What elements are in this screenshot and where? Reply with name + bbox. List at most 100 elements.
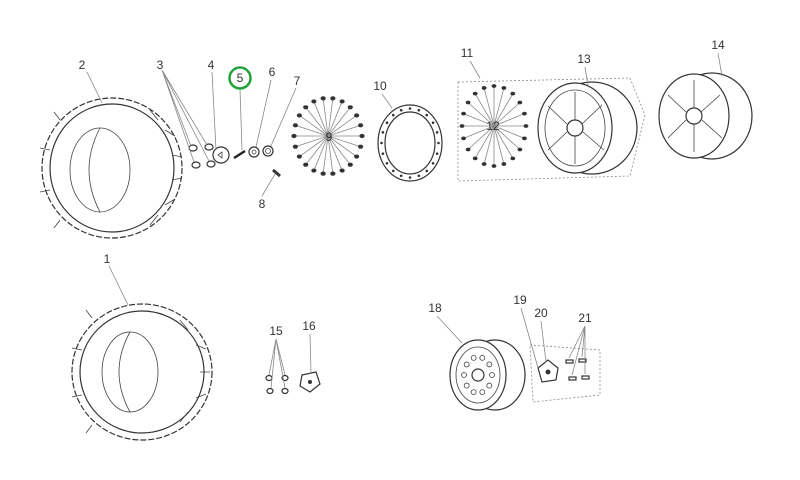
callout-8[interactable]: 8 xyxy=(259,197,266,211)
bolt xyxy=(330,96,336,101)
bolt xyxy=(339,99,345,104)
bolt xyxy=(358,144,364,149)
callout-18[interactable]: 18 xyxy=(428,301,442,315)
bolt xyxy=(354,113,360,118)
callout-4[interactable]: 4 xyxy=(208,58,215,72)
leader-line xyxy=(474,93,495,127)
callout-19[interactable]: 19 xyxy=(513,293,527,307)
pin-part-5[interactable] xyxy=(233,149,246,160)
bolt xyxy=(491,84,497,88)
adapter-part-20[interactable] xyxy=(537,359,559,383)
wheel-part-14[interactable] xyxy=(658,72,753,160)
callout-9[interactable]: 9 xyxy=(326,130,333,144)
leader-line xyxy=(493,125,521,150)
callout-21[interactable]: 21 xyxy=(578,311,592,325)
bolt xyxy=(330,171,336,176)
leader-line xyxy=(327,135,334,174)
callout-12[interactable]: 12 xyxy=(486,119,500,133)
leader-line xyxy=(493,113,525,127)
leader-line xyxy=(327,135,361,148)
leader-line xyxy=(322,98,329,137)
callout-14[interactable]: 14 xyxy=(711,38,725,52)
bolts-part-12[interactable] xyxy=(459,84,529,168)
callout-7[interactable]: 7 xyxy=(294,74,301,88)
hole xyxy=(417,174,421,178)
leader-line xyxy=(327,135,357,157)
leader-line xyxy=(327,107,351,137)
bolt xyxy=(303,105,309,110)
callout-labels: 2 3 4 5 6 7 8 9 10 11 12 13 14 1 15 16 1… xyxy=(79,38,725,338)
callout-3[interactable]: 3 xyxy=(157,58,164,72)
tire-part-1[interactable] xyxy=(71,303,213,441)
bolt xyxy=(523,124,529,128)
hole xyxy=(431,161,435,165)
leader-line xyxy=(483,87,495,127)
leader-line xyxy=(327,135,351,165)
bolt xyxy=(292,123,298,128)
hole xyxy=(391,113,395,117)
callout-1b[interactable]: 1 xyxy=(104,252,111,266)
wheel-part-13[interactable] xyxy=(537,81,638,175)
hole xyxy=(391,169,395,173)
hole xyxy=(461,372,467,378)
bolt xyxy=(472,91,478,96)
hole xyxy=(417,108,421,112)
bolt xyxy=(481,86,487,90)
callout-1[interactable]: 2 xyxy=(79,58,86,72)
nut-part-6[interactable] xyxy=(248,146,260,158)
bolts-part-9[interactable] xyxy=(291,96,365,176)
bolt xyxy=(291,133,297,139)
washer-part-7[interactable] xyxy=(262,145,274,157)
hole xyxy=(399,174,403,178)
leader-line xyxy=(299,135,329,157)
callout-5[interactable]: 5 xyxy=(237,71,244,85)
bolt xyxy=(465,147,471,152)
bolt xyxy=(347,162,353,167)
callout-16[interactable]: 16 xyxy=(302,319,316,333)
wheel-part-18[interactable] xyxy=(449,339,526,411)
leader-line xyxy=(299,115,329,137)
bolt xyxy=(481,162,487,166)
callout-11[interactable]: 11 xyxy=(461,46,474,60)
hole xyxy=(408,176,412,179)
bolt xyxy=(311,99,317,104)
leader-line xyxy=(493,125,525,139)
leader-line xyxy=(493,125,514,159)
leader-line xyxy=(493,93,514,127)
leader-line xyxy=(322,135,329,174)
bolt xyxy=(311,168,317,173)
hole xyxy=(425,169,429,173)
callout-6[interactable]: 6 xyxy=(269,65,276,79)
hole xyxy=(479,354,486,361)
bolt-part-8[interactable] xyxy=(272,168,281,178)
bolt xyxy=(517,100,523,105)
leader-line xyxy=(463,113,495,127)
callout-20[interactable]: 20 xyxy=(534,306,548,320)
hub-cap-part-16[interactable] xyxy=(299,371,321,393)
hole xyxy=(435,152,439,155)
leader-line xyxy=(327,124,361,137)
hole xyxy=(425,113,429,117)
bolt xyxy=(517,147,523,152)
cap-part-4[interactable] xyxy=(212,146,230,164)
bolt xyxy=(292,144,298,149)
bolt xyxy=(501,162,507,166)
leader-line xyxy=(327,101,343,137)
beadlock-ring-part-10[interactable] xyxy=(377,104,443,182)
hole xyxy=(486,382,493,389)
bolt xyxy=(522,136,527,141)
callout-15[interactable]: 15 xyxy=(269,324,283,338)
hole xyxy=(463,382,470,389)
leader-line xyxy=(467,125,495,150)
hole xyxy=(381,131,385,134)
callout-13[interactable]: 13 xyxy=(577,52,591,66)
leader-line xyxy=(493,87,505,127)
callout-10[interactable]: 10 xyxy=(373,79,387,93)
studs-part-21[interactable] xyxy=(565,358,590,381)
leader-lines xyxy=(86,52,723,389)
hole xyxy=(489,372,495,378)
bolt xyxy=(461,111,466,116)
tire-part-2[interactable] xyxy=(39,97,183,239)
bolt xyxy=(320,171,326,176)
hole xyxy=(435,131,439,134)
